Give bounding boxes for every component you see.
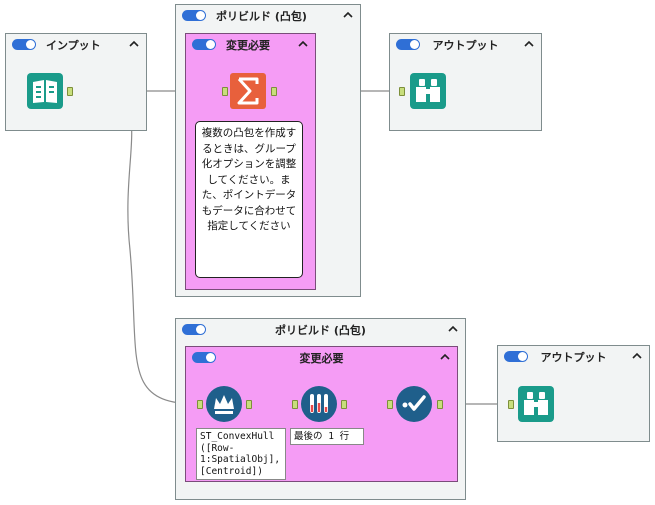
formula-crown-icon [214,395,234,414]
container-header: 変更必要 [186,347,457,367]
chevron-up-icon[interactable] [342,9,354,21]
browse-input-anchor-top[interactable] [399,87,405,96]
toggle-icon[interactable] [396,39,420,50]
container-title: アウトプット [432,39,499,52]
sample-output-anchor[interactable] [341,400,347,409]
sample-input-anchor[interactable] [292,400,298,409]
select-tool[interactable] [396,386,432,422]
summarize-tool[interactable] [230,73,266,109]
container-header: ポリビルド (凸包) [176,5,360,25]
sample-flasks-icon [310,394,328,413]
chevron-up-icon[interactable] [523,38,535,50]
toggle-icon[interactable] [12,39,36,50]
select-check-icon [402,395,426,411]
container-title: インプット [46,39,101,52]
chevron-up-icon[interactable] [297,38,309,50]
chevron-up-icon[interactable] [631,350,643,362]
input-tool-output-anchor[interactable] [67,87,73,96]
chevron-up-icon[interactable] [128,38,140,50]
formula-output-anchor[interactable] [246,400,252,409]
container-header: インプット [6,34,146,54]
sample-tool-annotation: 最後の 1 行 [290,428,364,445]
container-header: ポリビルド (凸包) [176,319,465,339]
container-header: 変更必要 [186,34,315,54]
toggle-icon[interactable] [182,324,206,335]
summarize-output-anchor[interactable] [271,87,277,96]
container-title: アウトプット [540,351,607,364]
summarize-sigma-icon [237,77,259,105]
input-book-icon [33,80,57,103]
comment-note: 複数の凸包を作成するときは、グループ化オプションを調整してください。また、ポイン… [195,121,303,278]
input-tool[interactable] [27,73,63,109]
select-input-anchor[interactable] [387,400,393,409]
container-title: ポリビルド (凸包) [216,10,307,23]
summarize-input-anchor[interactable] [222,87,228,96]
browse-binoculars-icon [416,79,440,102]
toggle-icon[interactable] [192,352,216,363]
container-header: アウトプット [498,346,649,366]
sample-tool[interactable] [301,386,337,422]
toggle-icon[interactable] [192,39,216,50]
chevron-up-icon[interactable] [439,351,451,363]
container-title: ポリビルド (凸包) [275,324,366,337]
formula-tool[interactable] [206,386,242,422]
chevron-up-icon[interactable] [447,323,459,335]
browse-input-anchor-bottom[interactable] [508,400,514,409]
browse-binoculars-icon [524,392,548,415]
toggle-icon[interactable] [504,351,528,362]
formula-input-anchor[interactable] [197,400,203,409]
container-title: 変更必要 [299,352,344,365]
browse-tool-top[interactable] [410,73,446,109]
container-header: アウトプット [390,34,541,54]
formula-tool-annotation: ST_ConvexHull ([Row- 1:SpatialObj], [Cen… [196,428,286,480]
container-title: 変更必要 [226,39,270,52]
select-output-anchor[interactable] [437,400,443,409]
browse-tool-bottom[interactable] [518,386,554,422]
toggle-icon[interactable] [182,10,206,21]
